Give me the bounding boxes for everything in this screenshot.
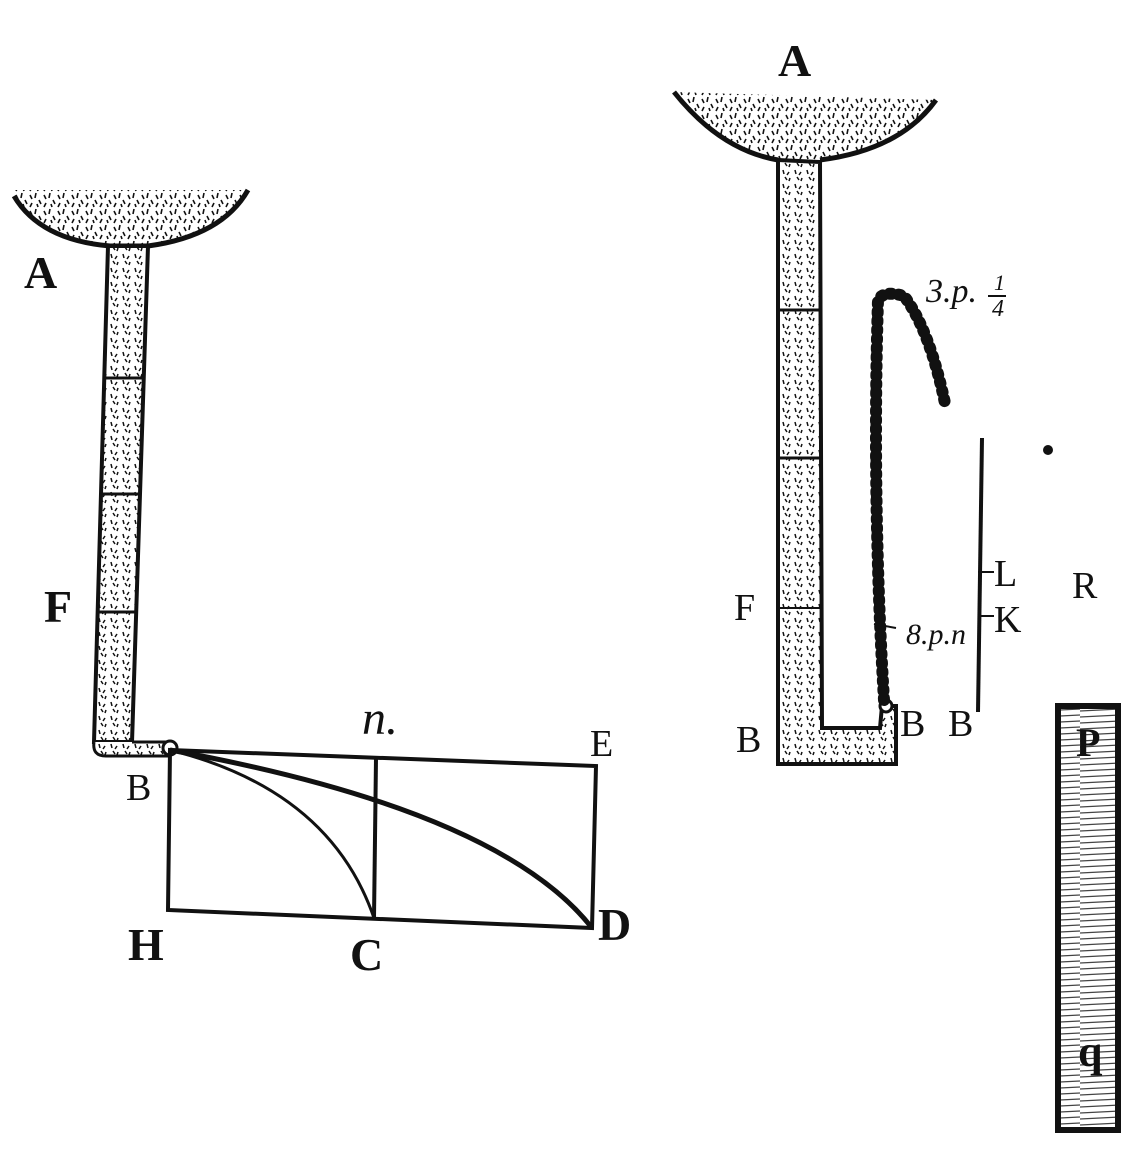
note-frac-num: 1 <box>994 270 1005 295</box>
left-label-E: E <box>590 723 613 765</box>
left-label-n: n. <box>362 692 398 745</box>
left-figure: A F B n. E H C D <box>11 188 631 980</box>
right-label-K: K <box>994 599 1022 641</box>
note-3p: 3.p. <box>925 273 977 310</box>
left-label-C: C <box>350 929 383 980</box>
scale-ruler <box>1055 703 1121 1133</box>
left-pipe-outlet <box>92 740 174 758</box>
left-label-D: D <box>598 899 631 950</box>
right-reservoir-rim <box>672 90 939 163</box>
left-label-B: B <box>126 767 151 809</box>
right-rising-jet <box>870 287 952 706</box>
right-rising-jet-inner <box>870 303 882 691</box>
left-label-F: F <box>44 581 72 632</box>
right-label-F: F <box>734 587 755 629</box>
right-figure: A F B B B L K R P q 3.p. 1 4 8.p.n <box>672 35 1121 1133</box>
scale-label-q: q <box>1078 1027 1103 1076</box>
right-label-B-mid: B <box>900 703 925 745</box>
left-trajectory-to-C <box>169 748 376 919</box>
right-reservoir-bowl <box>674 92 936 160</box>
right-tick-8pn <box>873 623 897 629</box>
left-label-A: A <box>24 247 57 298</box>
right-label-L: L <box>994 553 1017 595</box>
right-label-A: A <box>778 35 811 86</box>
ink-dot <box>1043 445 1053 455</box>
right-label-B-left: B <box>736 719 761 761</box>
scale-label-P: P <box>1076 720 1100 765</box>
note-frac-den: 4 <box>992 296 1004 322</box>
right-height-scale-line <box>976 437 984 713</box>
right-label-R: R <box>1072 565 1098 607</box>
note-8pn: 8.p.n <box>906 618 966 651</box>
left-vertical-n-line <box>372 757 378 919</box>
left-projection-frame <box>165 747 599 931</box>
left-reservoir-bowl <box>14 190 248 246</box>
left-trajectory-to-D <box>169 747 594 930</box>
left-label-H: H <box>128 919 164 970</box>
right-label-B-right: B <box>948 703 973 745</box>
